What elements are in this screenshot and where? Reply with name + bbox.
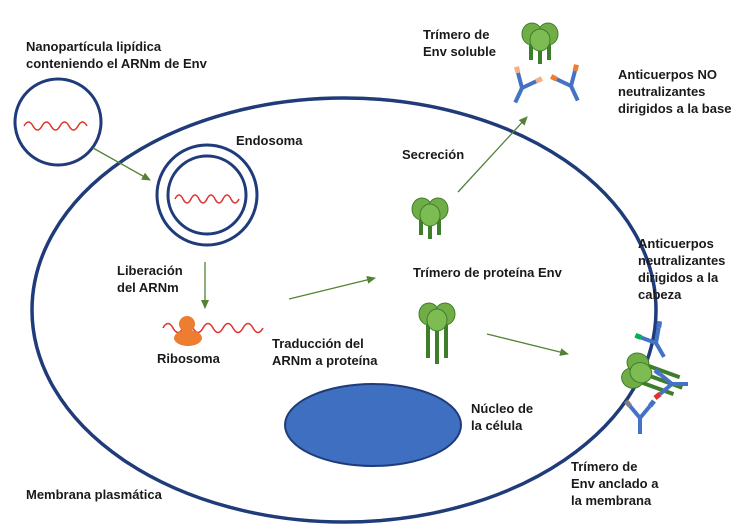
anchored-trimer-label-line2: Env anclado a (571, 476, 659, 491)
anchored-trimer-label-line1: Trímero de (571, 459, 638, 474)
nanoparticle-label-line2: conteniendo el ARNm de Env (26, 56, 207, 71)
env-trimer-label: Trímero de proteína Env (413, 265, 562, 280)
non-neutralizing-label-line3: dirigidos a la base (618, 101, 732, 116)
nanoparticle-label-line1: Nanopartícula lipídica (26, 39, 162, 54)
anchored-trimer-label-line3: la membrana (571, 493, 652, 508)
env-trimer-membrane-icon (418, 302, 456, 365)
mrna-strand-icon (23, 121, 88, 131)
cell-nucleus-shape (284, 383, 462, 467)
anchored-trimer-label: Trímero de Env anclado a la membrana (571, 458, 658, 509)
neutralizing-antibodies-label: Anticuerpos neutralizantes dirigidos a l… (638, 235, 725, 303)
mrna-release-label: Liberación del ARNm (117, 262, 183, 296)
arrow-translation (288, 276, 376, 300)
env-trimer-secreted-icon (411, 197, 449, 240)
nanoparticle-label: Nanopartícula lipídica conteniendo el AR… (26, 38, 207, 72)
arrow-membrane-anchoring (486, 333, 569, 356)
env-trimer-soluble-icon (521, 22, 559, 65)
mrna-strand-icon (162, 322, 264, 334)
arrow-uptake (92, 147, 151, 181)
pathway-arrows (92, 116, 569, 356)
neutralizing-label-line4: cabeza (638, 287, 682, 302)
secretion-label: Secreción (402, 147, 465, 162)
translation-label: Traducción del ARNm a proteína (272, 335, 377, 369)
non-neutralizing-antibodies-label: Anticuerpos NO neutralizantes dirigidos … (618, 66, 731, 117)
antibody-non-neutralizing-icon (504, 64, 589, 109)
endosome-label: Endosoma (236, 133, 303, 148)
cell-membrane-shape (30, 96, 658, 524)
ribosome (162, 316, 264, 346)
plasma-membrane-label: Membrana plasmática (26, 487, 162, 502)
soluble-trimer-label: Trímero de Env soluble (423, 26, 496, 60)
non-neutralizing-label-line1: Anticuerpos NO (618, 67, 717, 82)
antibody-neutralizing-icon (624, 320, 690, 436)
mrna-release-label-line2: del ARNm (117, 280, 179, 295)
non-neutralizing-label-line2: neutralizantes (618, 84, 706, 99)
translation-label-line2: ARNm a proteína (272, 353, 378, 368)
ribosome-label: Ribosoma (157, 351, 220, 366)
soluble-trimer-label-line2: Env soluble (423, 44, 496, 59)
arrow-secretion (457, 116, 528, 193)
soluble-trimer-label-line1: Trímero de (423, 27, 490, 42)
endosome (155, 143, 259, 247)
lipid-nanoparticle (13, 77, 103, 167)
translation-label-line1: Traducción del (272, 336, 364, 351)
mrna-release-label-line1: Liberación (117, 263, 183, 278)
mrna-strand-icon (174, 194, 240, 204)
nucleus-label: Núcleo de la célula (471, 400, 533, 434)
nucleus-label-line1: Núcleo de (471, 401, 534, 416)
nucleus-label-line2: la célula (471, 418, 523, 433)
neutralizing-label-line2: neutralizantes (638, 253, 726, 268)
neutralizing-label-line1: Anticuerpos (638, 236, 714, 251)
neutralizing-label-line3: dirigidos a la (638, 270, 719, 285)
